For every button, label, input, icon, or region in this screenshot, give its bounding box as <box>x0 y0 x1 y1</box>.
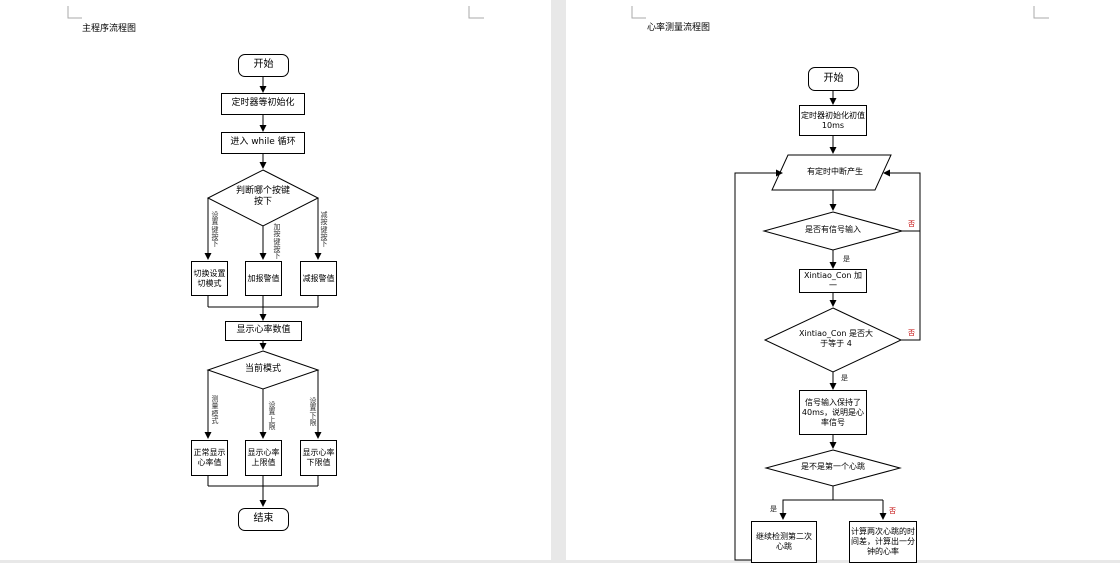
yes-label-signal: 是 <box>843 255 850 263</box>
crop-mark <box>631 6 646 19</box>
display-node: 显示心率数值 <box>225 321 302 341</box>
mode-action-lower: 显示心率下限值 <box>300 440 337 476</box>
increment-node: Xintiao_Con 加一 <box>799 269 867 293</box>
mode-action-normal: 正常显示心率值 <box>191 440 228 476</box>
interrupt-shape <box>771 154 892 191</box>
timer-init-node: 定时器初始化初值10ms <box>799 105 867 136</box>
mode-label-lower: 设置下限 <box>309 397 317 428</box>
start-node-right: 开始 <box>808 67 859 91</box>
branch-label-sub: 减按键按下 <box>320 211 328 249</box>
mode-action-upper: 显示心率上限值 <box>245 440 282 476</box>
loop-line <box>734 169 783 561</box>
decision-mode-label: 当前模式 <box>244 364 281 374</box>
branch-label-set: 设置键按下 <box>211 211 219 249</box>
mode-label-upper: 设置上限 <box>268 401 276 432</box>
crop-mark <box>1033 6 1049 19</box>
no-label-count: 否 <box>908 329 915 337</box>
calc-rate-node: 计算两次心跳的时间差，计算出一分钟的心率 <box>849 521 917 563</box>
no-label-signal: 否 <box>908 220 915 228</box>
start-node: 开始 <box>238 54 289 77</box>
end-node: 结束 <box>238 508 289 531</box>
no-label-first: 否 <box>889 507 896 515</box>
signal-decision-label: 是否有信号输入 <box>805 225 861 234</box>
action-switch-mode: 切换设置切模式 <box>191 261 228 296</box>
init-node: 定时器等初始化 <box>221 93 305 115</box>
right-page-title: 心率测量流程图 <box>647 23 711 33</box>
action-add-alarm: 加报警值 <box>245 261 282 296</box>
yes-label-count: 是 <box>841 374 848 382</box>
decision-keys-label: 判断哪个按键按下 <box>236 186 291 207</box>
yes-label-first: 是 <box>770 505 777 513</box>
loop-node: 进入 while 循环 <box>221 132 305 154</box>
mode-label-measure: 测量模式 <box>211 395 219 426</box>
branch-label-add: 加按键按下 <box>273 223 281 261</box>
count-decision-label: Xintiao_Con 是否大于等于 4 <box>798 329 874 348</box>
loop-line <box>901 231 921 341</box>
hold-check-node: 信号输入保持了40ms，说明是心率信号 <box>799 390 867 435</box>
branch-line <box>779 486 834 520</box>
crop-mark <box>468 6 484 19</box>
loop-line <box>883 169 921 232</box>
left-page-title: 主程序流程图 <box>82 24 137 34</box>
first-beat-decision-label: 是不是第一个心跳 <box>801 462 865 471</box>
action-sub-alarm: 减报警值 <box>300 261 337 296</box>
crop-mark <box>67 6 82 19</box>
wait-second-beat-node: 继续检测第二次心跳 <box>751 521 817 563</box>
interrupt-label: 有定时中断产生 <box>807 167 863 176</box>
